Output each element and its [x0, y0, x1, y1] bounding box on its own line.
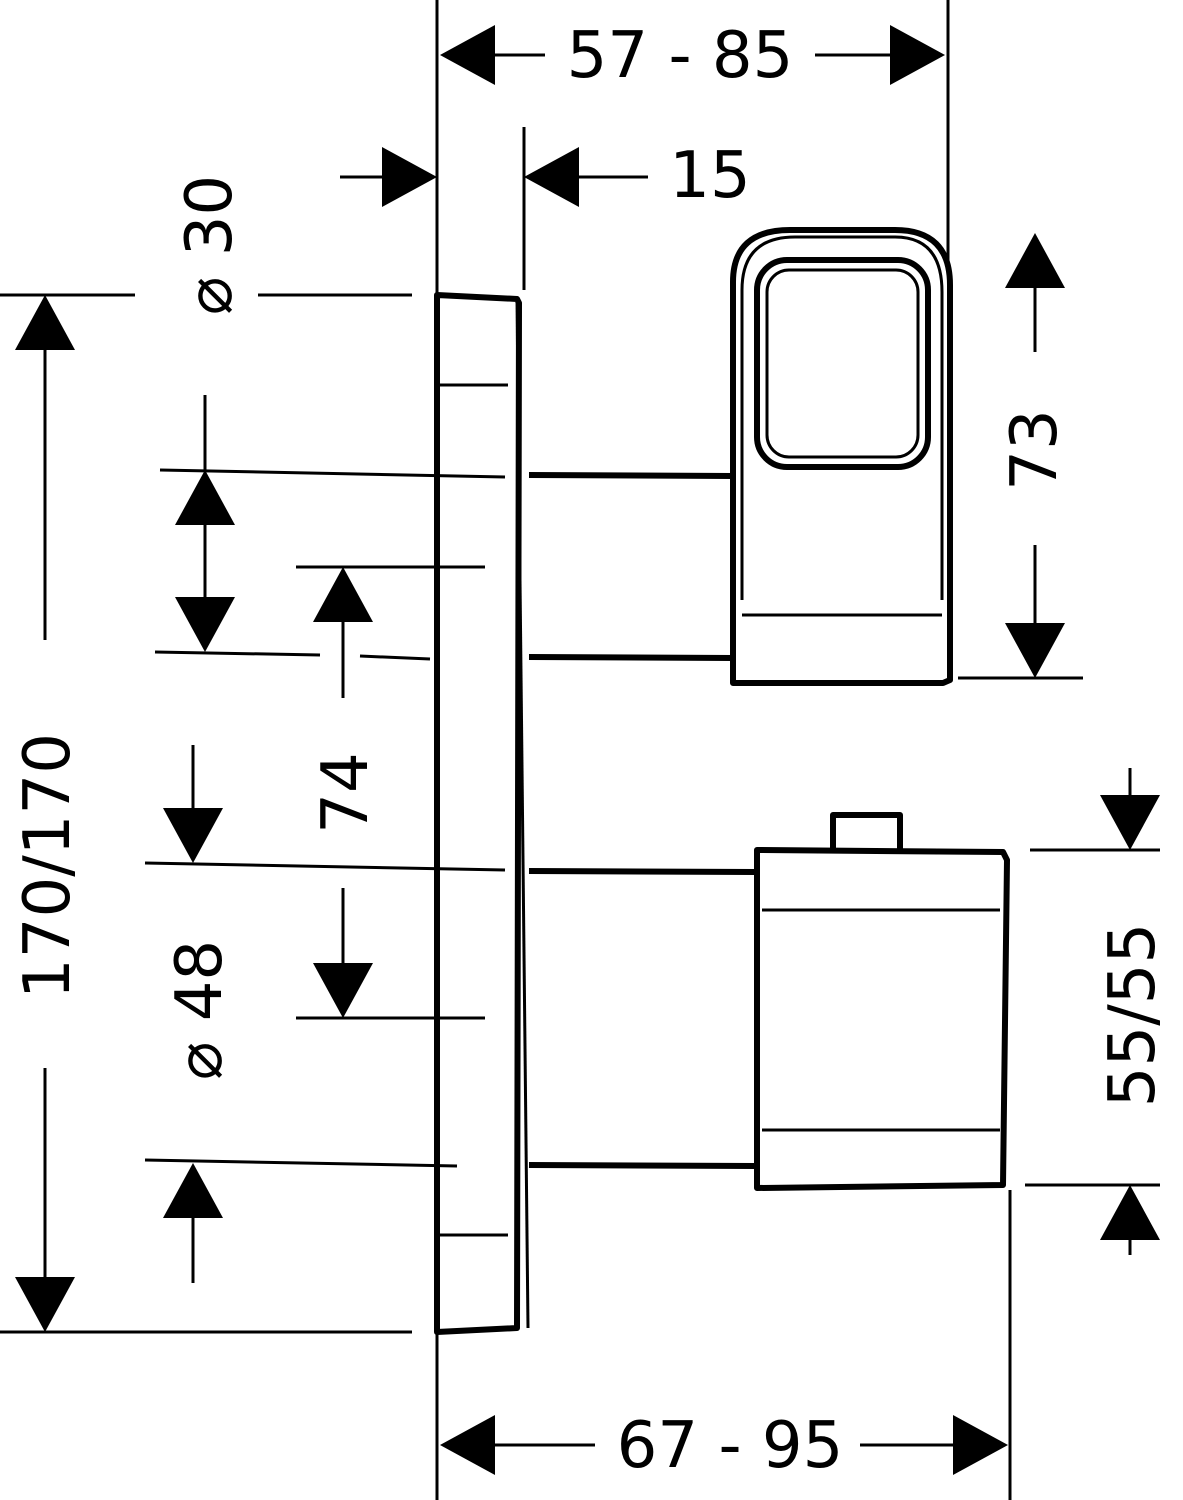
- bottom-width-label: 67 - 95: [617, 1409, 844, 1483]
- arrow-up-icon: [163, 1163, 223, 1218]
- knob-height-label: 55/55: [1096, 923, 1170, 1107]
- arrow-left-icon: [440, 25, 495, 85]
- handle-height-label: 73: [998, 409, 1072, 490]
- dimension-handle-height: 73: [998, 233, 1072, 678]
- arrow-right-icon: [953, 1415, 1008, 1475]
- arrow-up-icon: [1100, 1185, 1160, 1240]
- arrow-up-icon: [175, 470, 235, 525]
- dimension-knob-height: 55/55: [1096, 768, 1170, 1255]
- overall-height-label: 170/170: [11, 733, 85, 999]
- upper-diameter-label: ⌀ 30: [173, 175, 247, 315]
- dimension-overall-height: 170/170: [11, 295, 85, 1332]
- dimension-wall-offset: 15: [340, 139, 751, 213]
- dimension-top-width: 57 - 85: [440, 19, 945, 93]
- arrow-down-icon: [175, 597, 235, 652]
- arrow-left-icon: [440, 1415, 495, 1475]
- arrow-up-icon: [313, 567, 373, 622]
- lower-knob: [754, 812, 1010, 1191]
- arrow-right-icon: [382, 147, 437, 207]
- arrow-up-icon: [15, 295, 75, 350]
- arrow-down-icon: [1100, 795, 1160, 850]
- arrow-right-icon: [890, 25, 945, 85]
- lower-diameter-label: ⌀ 48: [163, 940, 237, 1080]
- lower-knob-stem: [528, 868, 756, 1169]
- upper-handle-stem: [528, 472, 734, 661]
- upper-handle: [730, 227, 953, 686]
- wall-plate: [434, 292, 530, 1335]
- arrow-down-icon: [1005, 623, 1065, 678]
- arrow-down-icon: [15, 1277, 75, 1332]
- dimension-lower-diameter: ⌀ 48: [163, 745, 237, 1283]
- arrow-up-icon: [1005, 233, 1065, 288]
- wall-offset-label: 15: [669, 139, 750, 213]
- top-width-label: 57 - 85: [567, 19, 794, 93]
- arrow-down-icon: [163, 808, 223, 863]
- arrow-down-icon: [313, 963, 373, 1018]
- center-spacing-label: 74: [309, 752, 383, 833]
- dimension-center-spacing: 74: [309, 567, 383, 1018]
- arrow-left-icon: [524, 147, 579, 207]
- dimension-upper-diameter: ⌀ 30: [173, 175, 247, 652]
- dimension-bottom-width: 67 - 95: [440, 1409, 1008, 1483]
